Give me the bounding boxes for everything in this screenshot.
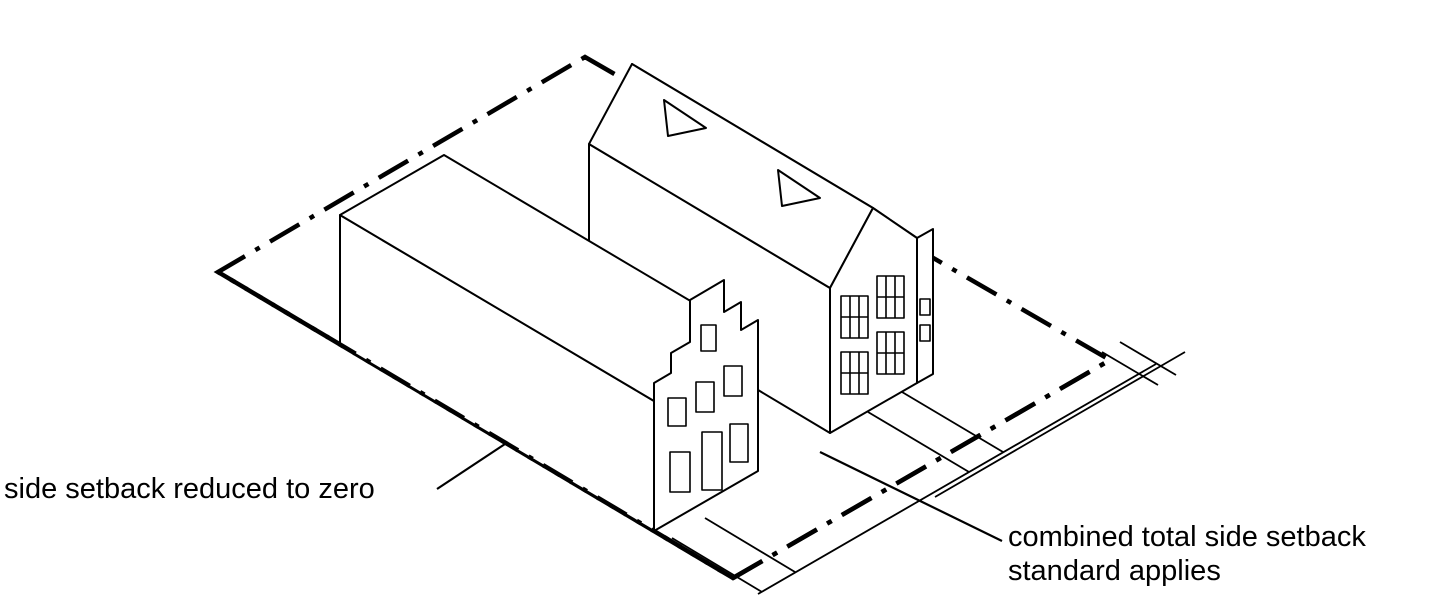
- front-door: [701, 431, 723, 491]
- gable-window: [700, 324, 717, 352]
- walkways: [671, 391, 1004, 593]
- window-mullions: [877, 276, 904, 318]
- window-mullions: [841, 352, 868, 394]
- label-combined-setback-line2: standard applies: [1008, 555, 1221, 587]
- lot-front-property-edges: [216, 270, 1112, 580]
- walkway-left-building-edge-2: [704, 517, 796, 573]
- window: [729, 423, 749, 463]
- roof-dormer-triangle-1: [663, 99, 707, 137]
- side-lot-line-zero-setback: [216, 270, 735, 580]
- label-combined-setback: combined total side setback standard app…: [1008, 520, 1366, 588]
- leader-side-setback: [436, 443, 506, 490]
- walkway-left-building-edge-1: [671, 537, 763, 593]
- walkway-right-building-edge-1: [867, 411, 970, 473]
- left-building-windows: [667, 324, 749, 493]
- label-combined-setback-line1: combined total side setback: [1008, 521, 1366, 553]
- right-building-windows: [840, 275, 931, 395]
- window-mullions: [841, 296, 868, 338]
- walkway-right-building-edge-2: [901, 391, 1004, 453]
- window: [695, 381, 715, 413]
- side-vent-window: [919, 324, 931, 342]
- front-lot-line: [731, 358, 1112, 580]
- leader-lines: [436, 443, 1003, 542]
- window: [667, 397, 687, 427]
- window: [723, 365, 743, 397]
- window: [669, 451, 691, 493]
- roof-dormer-triangle-2: [777, 169, 821, 207]
- left-building: [339, 154, 759, 532]
- side-vent-window: [919, 298, 931, 316]
- street-corner-tick-2: [1119, 341, 1177, 376]
- sidewalk-line-outer: [757, 363, 1157, 595]
- sidewalk-line-inner: [934, 351, 1186, 498]
- label-side-setback: side setback reduced to zero: [4, 473, 375, 505]
- leader-combined-setback: [819, 451, 1003, 542]
- street-corner-tick-1: [1101, 351, 1159, 386]
- street-sidewalk-lines: [757, 341, 1186, 595]
- right-building: [588, 63, 934, 434]
- window-mullions: [877, 332, 904, 374]
